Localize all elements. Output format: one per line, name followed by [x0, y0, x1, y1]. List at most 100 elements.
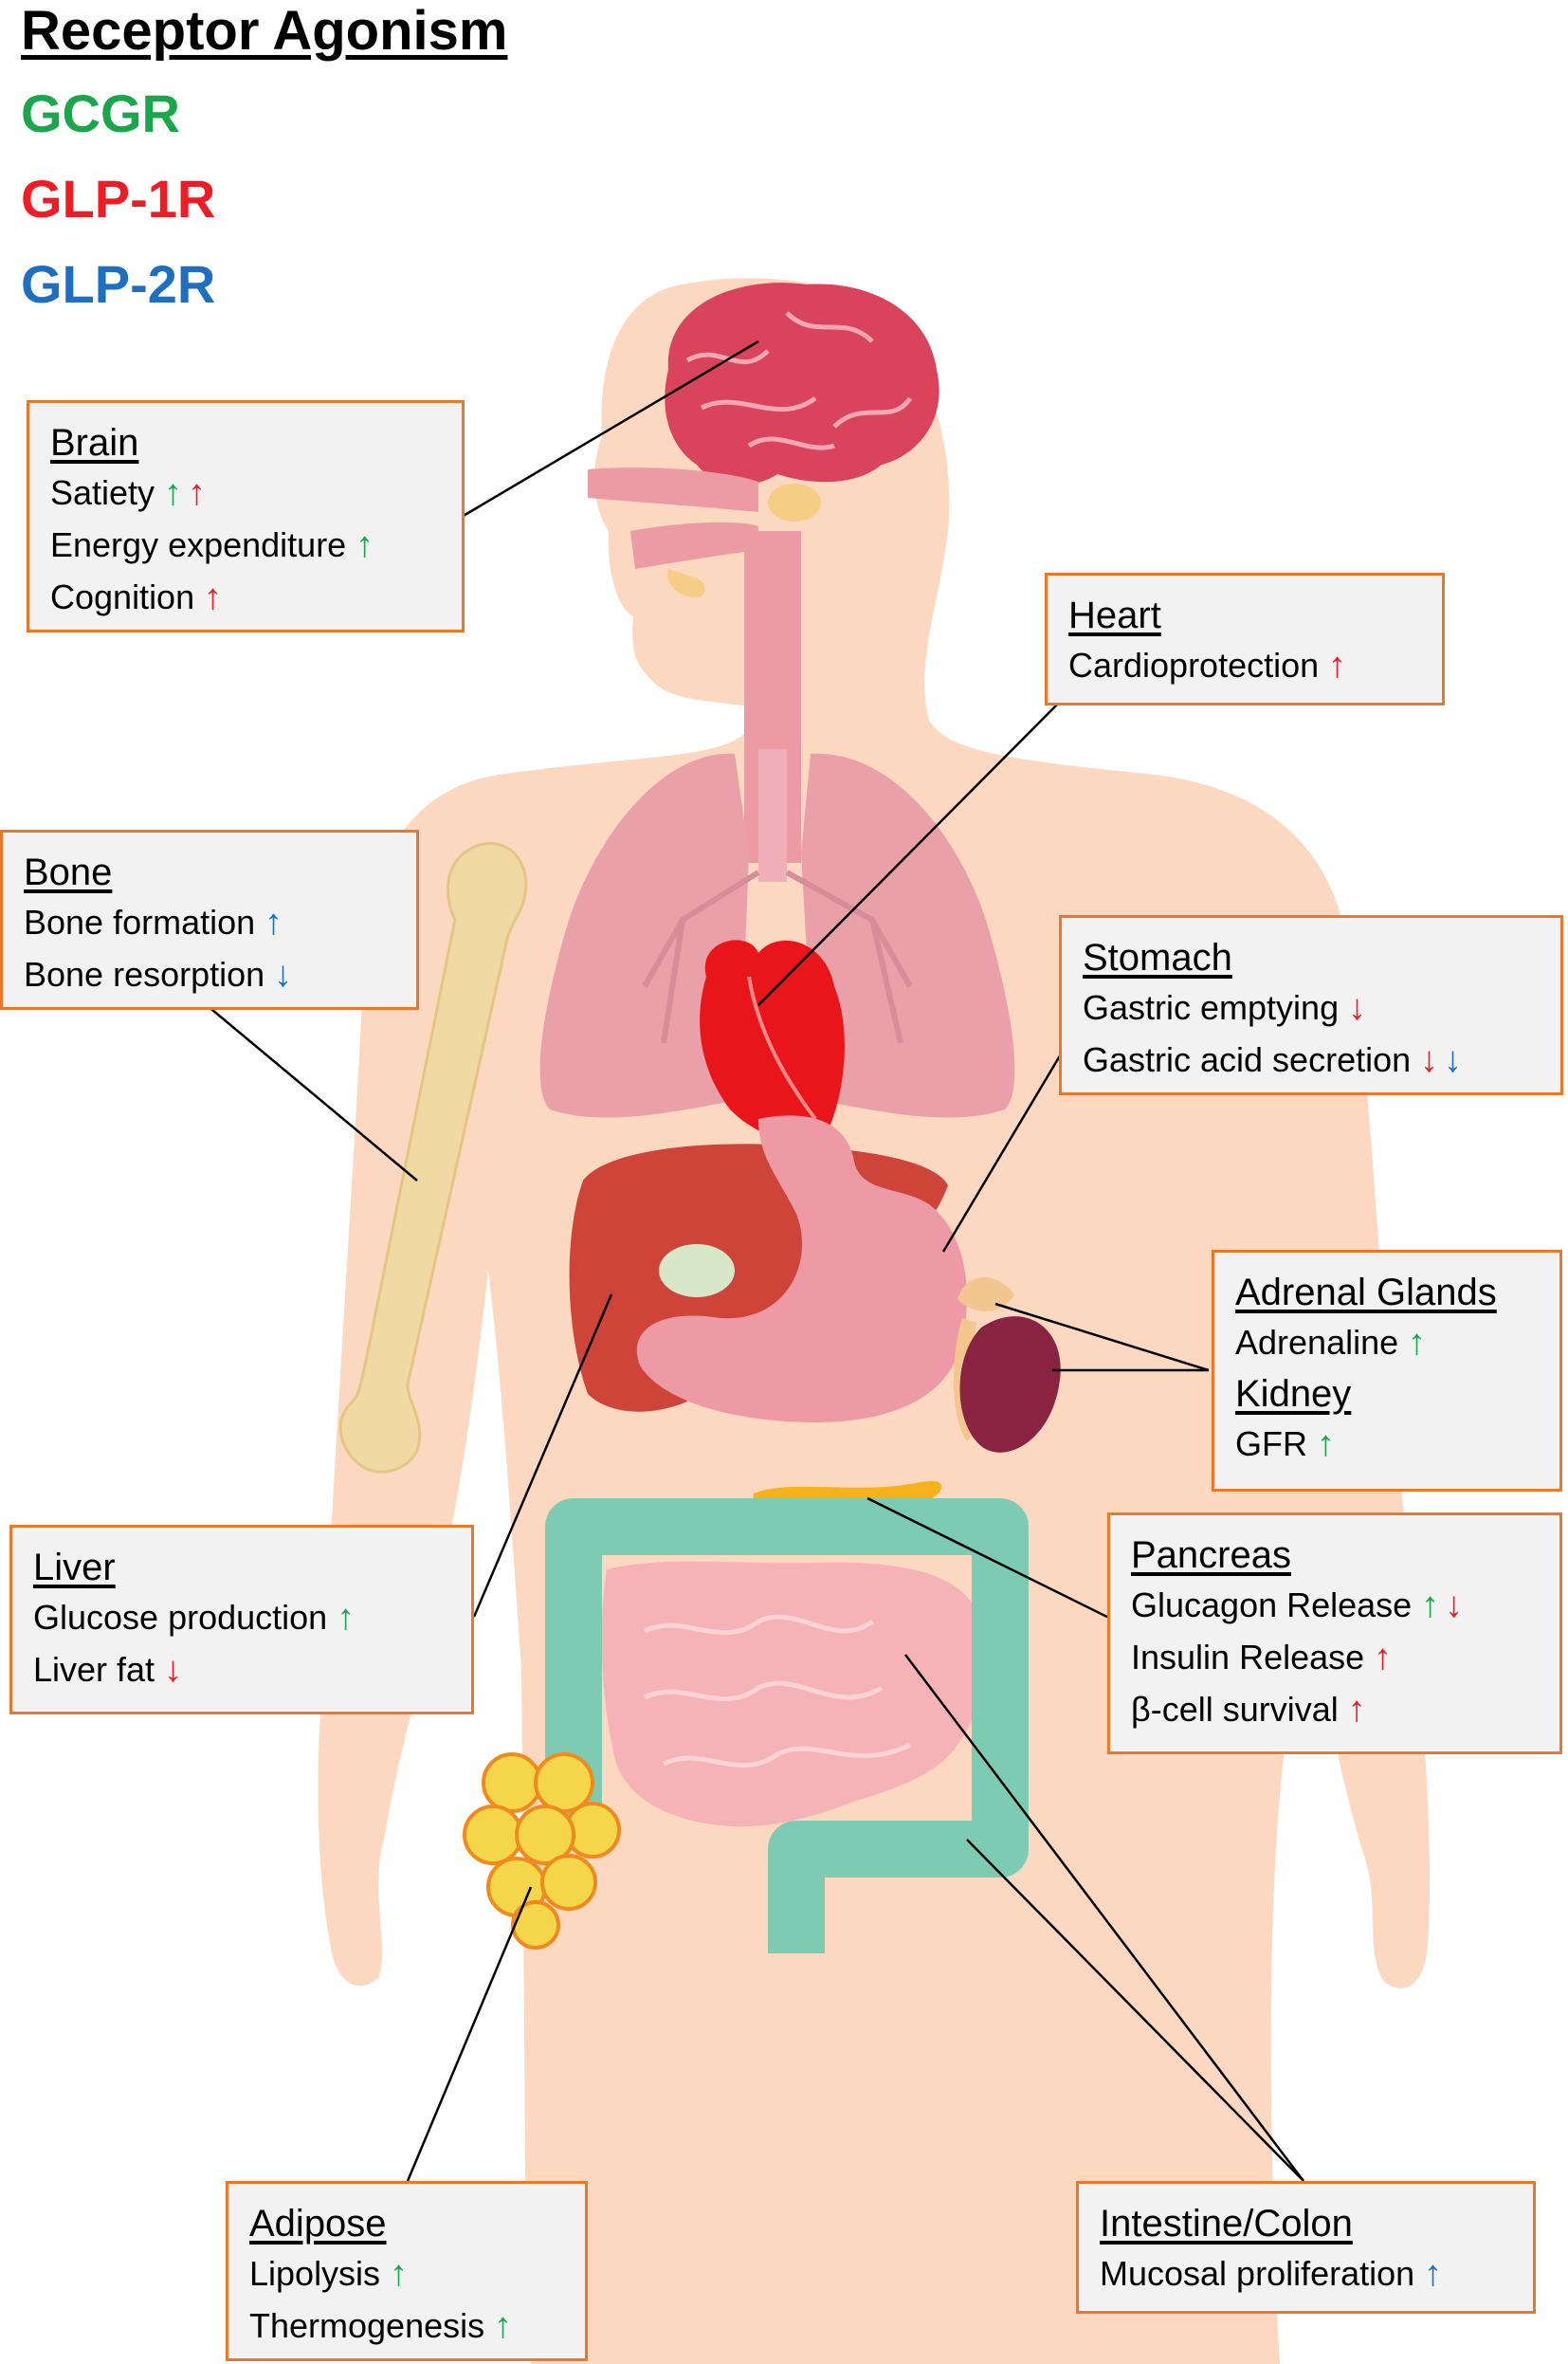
effect-row: β-cell survival↑: [1131, 1684, 1539, 1736]
effect-label: Glucagon Release: [1131, 1585, 1413, 1624]
arrow-up-icon: ↑: [1317, 1424, 1335, 1465]
effect-row: GFR↑: [1235, 1419, 1539, 1471]
box-title: Kidney: [1235, 1373, 1352, 1416]
effect-row: Gastric emptying↓: [1083, 982, 1540, 1035]
effect-row: Bone resorption↓: [24, 949, 395, 1001]
leader-pancreas: [866, 1496, 1127, 1628]
arrow-down-icon: ↓: [1348, 988, 1367, 1028]
box-title: Heart: [1068, 595, 1161, 636]
effect-row: Glucagon Release↑↓: [1131, 1580, 1539, 1632]
box-title: Brain: [50, 422, 139, 464]
leader-adrenal: [994, 1302, 1210, 1372]
leader-intestine-a: [904, 1654, 1304, 2182]
effect-label: Gastric emptying: [1083, 988, 1340, 1027]
effect-label: Mucosal proliferation: [1100, 2254, 1415, 2293]
arrow-up-icon: ↑: [164, 473, 183, 513]
arrow-up-icon: ↑: [1421, 1585, 1440, 1625]
adipose-organ: [463, 1752, 621, 1950]
effect-row: Cardioprotection↑: [1068, 640, 1421, 692]
effect-row: Mucosal proliferation↑: [1100, 2248, 1512, 2300]
arrow-up-icon: ↑: [356, 525, 374, 566]
effect-row: Cognition↑: [50, 572, 441, 624]
effect-label: Glucose production: [33, 1598, 328, 1637]
arrow-up-icon: ↑: [337, 1598, 356, 1638]
heart-organ: [700, 940, 845, 1142]
effect-label: Energy expenditure: [50, 525, 347, 565]
effect-row: Gastric acid secretion↓↓: [1083, 1035, 1540, 1087]
box-title: Adipose: [249, 2203, 387, 2245]
arrow-up-icon: ↑: [1408, 1323, 1427, 1363]
effect-row: Glucose production↑: [33, 1592, 450, 1644]
effect-row: Insulin Release↑: [1131, 1632, 1539, 1684]
arrow-up-icon: ↑: [494, 2306, 513, 2347]
effect-label: Cardioprotection: [1068, 646, 1320, 685]
effect-row: Bone formation↑: [24, 897, 395, 949]
leader-stomach: [941, 1052, 1064, 1253]
arrow-down-icon: ↓: [274, 955, 293, 996]
effect-label: Adrenaline: [1235, 1323, 1399, 1362]
leader-heart: [757, 699, 1063, 1006]
intestine-organ: [545, 1498, 1029, 1953]
stomach-organ: [636, 1115, 967, 1422]
effect-label: Lipolysis: [249, 2254, 381, 2293]
arrow-up-icon: ↑: [1347, 1690, 1366, 1731]
effect-label: Insulin Release: [1131, 1638, 1365, 1677]
effect-label: Bone resorption: [24, 955, 265, 995]
arrow-up-icon: ↑: [204, 577, 223, 618]
bone-organ: [338, 842, 528, 1474]
effect-label: Bone formation: [24, 903, 256, 942]
effect-label: Liver fat: [33, 1650, 155, 1690]
effect-row: Lipolysis↑: [249, 2248, 564, 2300]
arrow-up-icon: ↑: [264, 903, 283, 943]
adrenal-kidney-organ: [953, 1276, 1061, 1453]
effect-row: Liver fat↓: [33, 1644, 450, 1696]
arrow-up-icon: ↑: [1424, 2254, 1443, 2294]
box-title: Stomach: [1083, 937, 1232, 979]
legend-glp1r: GLP-1R: [21, 169, 216, 229]
effect-row: Thermogenesis↑: [249, 2300, 564, 2353]
lungs-organ: [539, 753, 1015, 1118]
leader-intestine-b: [966, 1839, 1304, 2182]
arrow-up-icon: ↑: [390, 2254, 409, 2294]
leader-brain: [461, 339, 759, 519]
effect-row: Energy expenditure↑: [50, 520, 441, 572]
effect-label: β-cell survival: [1131, 1690, 1339, 1730]
arrow-down-icon: ↓: [164, 1650, 183, 1691]
effect-label: Cognition: [50, 577, 195, 617]
box-title: Pancreas: [1131, 1534, 1291, 1576]
effect-row: Adrenaline↑: [1235, 1317, 1539, 1369]
box-title: Liver: [33, 1547, 116, 1588]
brain-organ: [665, 283, 939, 485]
leader-adipose: [406, 1886, 533, 2182]
effect-label: Satiety: [50, 473, 155, 512]
leader-bone: [206, 1004, 418, 1182]
leader-liver: [472, 1293, 613, 1618]
effect-label: GFR: [1235, 1424, 1307, 1464]
leader-lines: [206, 339, 1304, 2182]
effect-label: Thermogenesis: [249, 2306, 485, 2346]
arrow-down-icon: ↓: [1445, 1585, 1464, 1625]
legend-title: Receptor Agonism: [21, 0, 508, 62]
arrow-down-icon: ↓: [1444, 1040, 1463, 1081]
arrow-up-icon: ↑: [1374, 1638, 1393, 1678]
box-title: Adrenal Glands: [1235, 1272, 1497, 1313]
arrow-down-icon: ↓: [1420, 1040, 1439, 1081]
box-title: Bone: [24, 852, 113, 893]
effect-label: Gastric acid secretion: [1083, 1040, 1412, 1080]
box-title: Intestine/Colon: [1100, 2203, 1353, 2245]
effect-row: Satiety↑↑: [50, 467, 441, 520]
arrow-up-icon: ↑: [188, 473, 207, 513]
airway: [588, 467, 821, 882]
legend-gcgr: GCGR: [21, 83, 180, 143]
legend-glp2r: GLP-2R: [21, 254, 216, 314]
arrow-up-icon: ↑: [1328, 646, 1347, 686]
